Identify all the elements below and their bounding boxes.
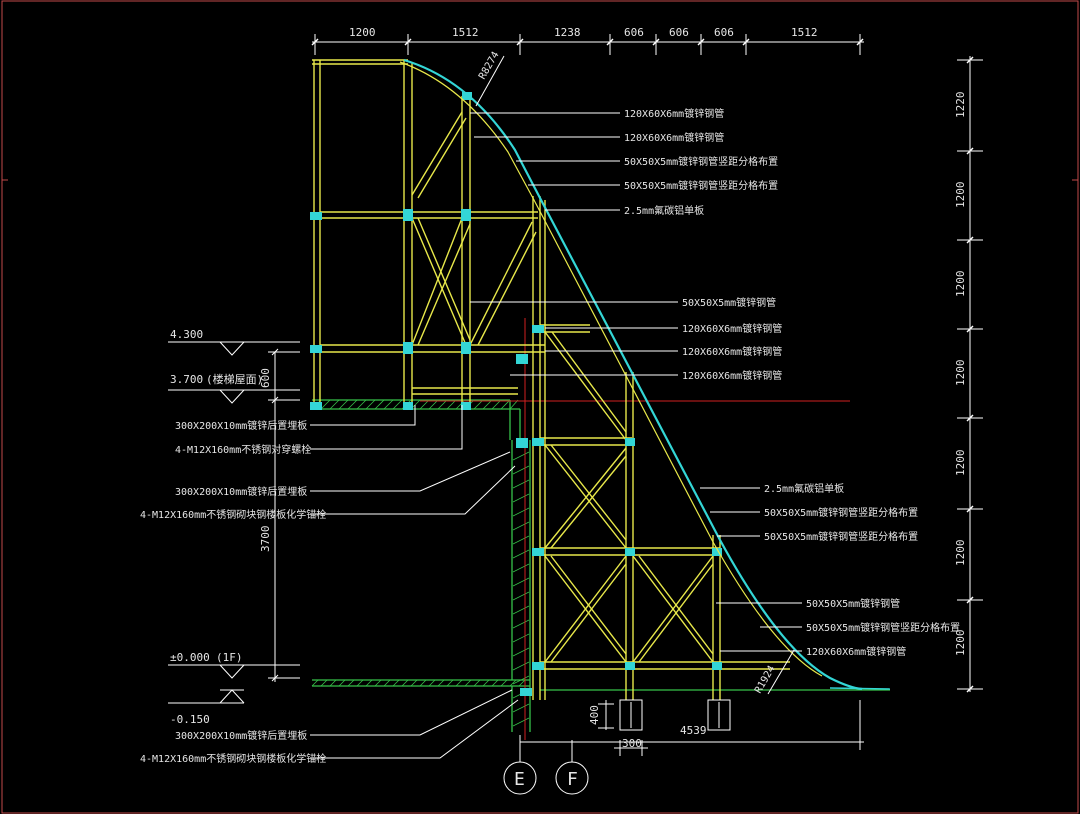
left-vertical-dims: [268, 348, 300, 682]
right-dimension-ticks: [966, 56, 974, 693]
right-dim-6: 1200: [954, 540, 967, 567]
elev-0000: ±0.000: [170, 651, 210, 664]
right-label-top-5: 2.5mm氟碳铝单板: [624, 204, 704, 217]
right-label-bottom-1: 50X50X5mm镀锌钢管: [806, 597, 900, 610]
wall-hatch: [512, 451, 530, 727]
top-dim-6: 606: [714, 26, 734, 39]
axis-f: F: [567, 769, 578, 790]
ground-hatch: [311, 679, 526, 687]
right-label-top-3: 50X50X5mm镀锌钢管竖距分格布置: [624, 155, 778, 168]
elev-3700: 3.700: [170, 373, 203, 386]
right-label-top-4: 50X50X5mm镀锌钢管竖距分格布置: [624, 179, 778, 192]
elev-3700-note: (楼梯屋面): [206, 372, 263, 386]
top-dim-2: 1512: [452, 26, 479, 39]
steel-frame: [312, 59, 790, 700]
bottom-dim-right: 4539: [680, 724, 707, 737]
ground-line: [312, 679, 890, 691]
elev-minus-0150: -0.150: [170, 713, 210, 726]
right-dim-4: 1200: [954, 360, 967, 387]
top-dim-7: 1512: [791, 26, 818, 39]
left-label-4: 4-M12X160mm不锈钢砌块钢楼板化学锚栓: [140, 508, 326, 521]
steel-nodes: [310, 92, 722, 696]
left-label-6: 4-M12X160mm不锈钢砌块钢楼板化学锚栓: [140, 752, 326, 765]
right-label-bottom-3: 120X60X6mm镀锌钢管: [806, 645, 906, 658]
footings: [619, 699, 731, 731]
right-label-low-1: 2.5mm氟碳铝单板: [764, 482, 844, 495]
radius-top: R8274: [477, 50, 502, 82]
top-dimension-chain: [312, 34, 864, 55]
top-dim-1: 1200: [349, 26, 376, 39]
upper-slab: [312, 399, 521, 440]
right-dim-3: 1200: [954, 271, 967, 298]
right-label-low-3: 50X50X5mm镀锌钢管竖距分格布置: [764, 530, 918, 543]
left-dim-floor-height: 3700: [259, 526, 272, 553]
concrete-wall: [511, 440, 531, 732]
right-label-bottom-2: 50X50X5mm镀锌钢管竖距分格布置: [806, 621, 960, 634]
left-leaders: [310, 405, 519, 759]
radius-top-leader: [475, 55, 505, 107]
cladding-curve-outer: [403, 58, 863, 691]
radius-bottom-leader: [767, 649, 795, 695]
right-label-mid-4: 120X60X6mm镀锌钢管: [682, 369, 782, 382]
left-label-3: 300X200X10mm镀锌后置埋板: [175, 485, 307, 498]
bottom-dimension: [519, 700, 864, 756]
elev-0000-note: (1F): [216, 651, 243, 664]
bottom-dim-left: 400: [588, 705, 601, 725]
left-label-2: 4-M12X160mm不锈钢对穿螺栓: [175, 443, 311, 456]
bottom-dim-mid: 300: [622, 737, 642, 750]
cladding-tail: [829, 687, 891, 690]
right-dim-1: 1220: [954, 92, 967, 119]
elevation-markers: [168, 341, 300, 704]
right-label-top-1: 120X60X6mm镀锌钢管: [624, 107, 724, 120]
top-dim-3: 1238: [554, 26, 581, 39]
left-dim-parapet: 600: [259, 368, 272, 388]
right-dim-5: 1200: [954, 450, 967, 477]
right-dim-7: 1200: [954, 630, 967, 657]
top-dim-5: 606: [669, 26, 689, 39]
elev-4300: 4.300: [170, 328, 203, 341]
left-label-1: 300X200X10mm镀锌后置埋板: [175, 419, 307, 432]
right-label-top-2: 120X60X6mm镀锌钢管: [624, 131, 724, 144]
left-label-5: 300X200X10mm镀锌后置埋板: [175, 729, 307, 742]
right-label-mid-1: 50X50X5mm镀锌钢管: [682, 296, 776, 309]
axis-bubbles: [503, 740, 589, 795]
right-leaders: [470, 112, 802, 652]
top-dim-4: 606: [624, 26, 644, 39]
axis-e: E: [514, 769, 525, 790]
top-dimension-ticks: [311, 38, 864, 46]
right-dim-2: 1200: [954, 182, 967, 209]
right-label-low-2: 50X50X5mm镀锌钢管竖距分格布置: [764, 506, 918, 519]
right-label-mid-3: 120X60X6mm镀锌钢管: [682, 345, 782, 358]
right-label-mid-2: 120X60X6mm镀锌钢管: [682, 322, 782, 335]
